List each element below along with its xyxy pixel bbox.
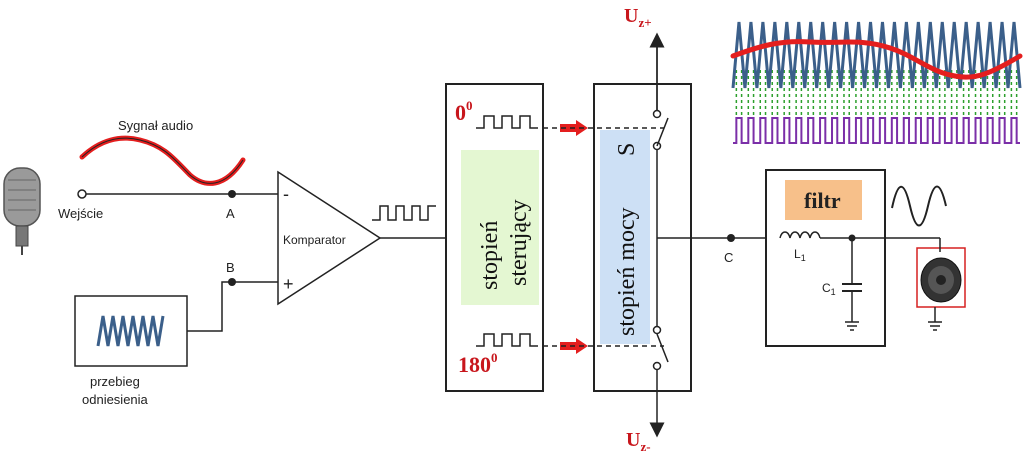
uz-plus-label: Uz+ [624, 5, 652, 30]
pwm-triangle-wave [731, 21, 1022, 89]
comparator-minus: - [283, 184, 289, 204]
capacitor-label: C1 [822, 281, 836, 297]
comparator-triangle [277, 170, 382, 306]
loudspeaker-icon [912, 237, 966, 331]
inductor-l1 [779, 231, 912, 239]
comparator-pwm-symbol [372, 205, 436, 221]
power-stage-fill [600, 130, 650, 344]
reference-triangle-wave [96, 315, 165, 347]
input-terminal [77, 189, 87, 199]
phase-0-label: 00 [455, 98, 473, 125]
reference-label-line1: przebieg [90, 374, 140, 389]
output-sine-wave [891, 185, 947, 227]
node-b-label: B [226, 260, 235, 275]
pwm-square-wave [733, 117, 1020, 144]
inductor-label: L1 [794, 247, 806, 263]
driver-pwm-top [476, 115, 538, 129]
audio-signal-label: Sygnał audio [118, 118, 193, 133]
node-c-dot [727, 234, 735, 242]
phase-180-label: 1800 [458, 350, 498, 377]
input-label: Wejście [58, 206, 103, 221]
switch-lower [652, 325, 669, 371]
comparator-label: Komparator [283, 233, 346, 247]
pwm-illustration [730, 21, 1023, 144]
pwm-audio-wave [730, 39, 1023, 80]
filter-label-bg [785, 180, 862, 220]
driver-stage-fill [461, 150, 539, 305]
power-stage-label: stopień mocy [614, 207, 640, 336]
node-a-dot [228, 190, 236, 198]
pwm-dashed-lines [735, 70, 1018, 118]
reference-label-line2: odniesienia [82, 392, 149, 407]
filter-label: filtr [804, 188, 841, 213]
uz-minus-label: Uz- [626, 429, 651, 454]
switch-s-label: S [614, 143, 640, 156]
driver-stage-label-line2: sterujący [506, 199, 532, 286]
node-a-label: A [226, 206, 235, 221]
node-c-label: C [724, 250, 733, 265]
driver-pwm-bottom [476, 333, 538, 347]
capacitor-c1 [842, 234, 862, 331]
audio-signal-wave [79, 135, 246, 186]
driver-stage-label-line1: stopień [477, 221, 503, 290]
microphone-icon [3, 167, 41, 255]
node-b-dot [228, 278, 236, 286]
comparator-plus: + [283, 274, 294, 294]
reference-wire [187, 281, 280, 332]
switch-upper [652, 109, 669, 151]
